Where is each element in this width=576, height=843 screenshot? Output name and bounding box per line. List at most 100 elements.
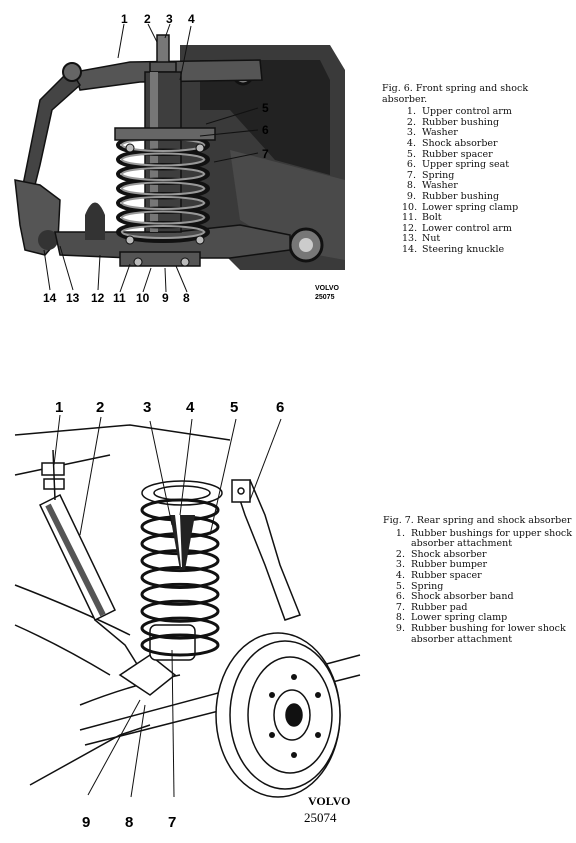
parts-list-number: 13. bbox=[402, 233, 418, 245]
callout-3: 3 bbox=[143, 399, 151, 416]
parts-list-item: 3. Washer bbox=[402, 128, 572, 139]
parts-list-item: 1. Rubber bushings for upper shock absorb… bbox=[391, 527, 573, 550]
parts-list-number: 8. bbox=[395, 612, 405, 624]
spring-coil bbox=[140, 633, 220, 657]
figure-code: 25075 bbox=[315, 294, 335, 301]
figure-6-title: Fig. 6. Front spring and shock absorber. bbox=[382, 83, 529, 105]
figure-7-rear-suspension: 1 2 3 4 5 6 9 8 7 VOLVO 25074 bbox=[0, 385, 370, 843]
parts-list-label: Washer bbox=[422, 127, 458, 139]
spring-coil-highlight bbox=[121, 225, 205, 239]
parts-list-number: 12. bbox=[402, 222, 418, 234]
figure-6-parts-list: 1. Upper control arm 2. Rubber bushing 3. Was… bbox=[382, 107, 572, 255]
parts-list-item: 6.Shock absorber band bbox=[391, 592, 573, 603]
parts-list-item: 9. Rubber bushing bbox=[402, 190, 572, 203]
parts-list-number: 2. bbox=[406, 116, 416, 128]
parts-list-label: Upper control arm bbox=[422, 106, 512, 118]
parts-list-number: 14. bbox=[402, 243, 418, 255]
parts-list-number: 9. bbox=[406, 190, 416, 202]
parts-list-item: 13. Nut bbox=[402, 234, 572, 245]
parts-list-label: Lower spring clamp bbox=[422, 201, 519, 213]
callout-11: 11 bbox=[113, 291, 126, 305]
parts-list-item: 11.Bolt bbox=[402, 213, 572, 224]
callout-1: 1 bbox=[55, 399, 63, 416]
volvo-brand-mark: VOLVO bbox=[315, 285, 340, 292]
parts-list-label: Shock absorber band bbox=[411, 591, 514, 603]
parts-list-item: 9. Rubber bushing for lower shock absorbe… bbox=[391, 622, 573, 645]
parts-list-number: 3. bbox=[406, 127, 416, 139]
callout-6: 6 bbox=[262, 123, 269, 137]
callout-2: 2 bbox=[96, 399, 104, 416]
spring-coil-highlight bbox=[121, 210, 205, 225]
parts-list-label: Upper spring seat bbox=[422, 159, 510, 171]
parts-list-label: Rubber bushing bbox=[422, 116, 500, 128]
parts-list-number: 8. bbox=[406, 180, 416, 192]
parts-list-number: 2. bbox=[395, 548, 405, 560]
parts-list-number: 6. bbox=[406, 159, 416, 171]
callout-1: 1 bbox=[121, 12, 128, 26]
parts-list-label: Rubber spacer bbox=[422, 148, 493, 160]
figure-7-title: Fig. 7. Rear spring and shock absorber bbox=[383, 515, 572, 526]
parts-list-label: Bolt bbox=[422, 212, 442, 224]
callout-4: 4 bbox=[188, 12, 195, 26]
callout-13: 13 bbox=[66, 291, 80, 305]
parts-list-label: Lower spring clamp bbox=[411, 612, 508, 624]
spring-coil-highlight bbox=[121, 181, 205, 196]
parts-list-number: 3. bbox=[395, 559, 405, 571]
parts-list-number: 4. bbox=[395, 569, 405, 581]
parts-list-item: 14. Steering knuckle bbox=[402, 243, 572, 256]
parts-list-number: 7. bbox=[395, 601, 405, 613]
parts-list-item: 2.Shock absorber bbox=[391, 548, 573, 561]
callout-4: 4 bbox=[186, 399, 195, 416]
parts-list-label: Washer bbox=[422, 180, 458, 192]
parts-list-item: 5. Rubber spacer bbox=[402, 148, 572, 161]
callout-5: 5 bbox=[262, 101, 269, 115]
spring-coil-highlight bbox=[121, 152, 205, 167]
parts-list-number: 5. bbox=[406, 148, 416, 160]
parts-list-number: 5. bbox=[395, 580, 405, 592]
callout-3: 3 bbox=[166, 12, 173, 26]
parts-list-number: 4. bbox=[406, 137, 416, 149]
parts-list-label: Rubber bushing for lower shock absorber … bbox=[411, 622, 566, 645]
parts-list-item: 8. Lower spring clamp bbox=[391, 613, 573, 624]
parts-list-number: 9. bbox=[395, 622, 405, 634]
parts-list-label: Rubber bumper bbox=[411, 559, 488, 571]
parts-list-item: 4. Rubber spacer bbox=[391, 569, 573, 582]
callout-8: 8 bbox=[125, 814, 133, 831]
parts-list-number: 7. bbox=[406, 169, 416, 181]
figure-7-caption: Fig. 7. Rear spring and shock absorber 1… bbox=[383, 515, 573, 646]
parts-list-label: Steering knuckle bbox=[422, 243, 505, 255]
spring-coil bbox=[140, 582, 220, 606]
parts-list-label: Nut bbox=[422, 233, 441, 245]
parts-list-item: 12. Lower control arm bbox=[402, 222, 572, 235]
spring-coil-highlight bbox=[121, 167, 205, 181]
callout-8: 8 bbox=[183, 291, 190, 305]
figure-code: 25074 bbox=[304, 810, 337, 825]
parts-list-label: Lower control arm bbox=[422, 222, 512, 234]
spring-coil bbox=[140, 616, 220, 640]
figure-6-caption: Fig. 6. Front spring and shock absorber.… bbox=[382, 83, 572, 256]
parts-list-label: Spring bbox=[422, 169, 455, 181]
parts-list-label: Spring bbox=[411, 580, 444, 592]
parts-list-number: 10. bbox=[402, 201, 418, 213]
spring-coil-highlight bbox=[121, 196, 205, 210]
callout-7: 7 bbox=[168, 814, 176, 831]
callout-14: 14 bbox=[43, 291, 57, 305]
callout-5: 5 bbox=[230, 399, 238, 416]
callout-9: 9 bbox=[162, 291, 169, 305]
callout-10: 10 bbox=[136, 291, 150, 305]
callout-12: 12 bbox=[91, 291, 105, 305]
parts-list-number: 1. bbox=[395, 527, 405, 539]
parts-list-label: Rubber bushings for upper shock absorber… bbox=[411, 527, 572, 550]
parts-list-number: 1. bbox=[406, 106, 416, 118]
callout-7: 7 bbox=[262, 147, 269, 161]
parts-list-label: Rubber bushing bbox=[422, 190, 500, 202]
parts-list-item: 6. Upper spring seat bbox=[402, 160, 572, 171]
parts-list-label: Rubber spacer bbox=[411, 569, 482, 581]
parts-list-item: 3. Rubber bumper bbox=[391, 560, 573, 571]
parts-list-item: 8. Washer bbox=[402, 181, 572, 192]
parts-list-label: Rubber pad bbox=[411, 601, 468, 613]
spring-coil bbox=[140, 599, 220, 623]
parts-list-item: 2. Rubber bushing bbox=[402, 116, 572, 129]
figure-7-parts-list: 1. Rubber bushings for upper shock absorb… bbox=[383, 527, 573, 646]
figure-6-front-suspension: 1 2 3 4 5 6 7 8 9 10 11 12 13 14 VOLVO 2… bbox=[0, 0, 360, 310]
